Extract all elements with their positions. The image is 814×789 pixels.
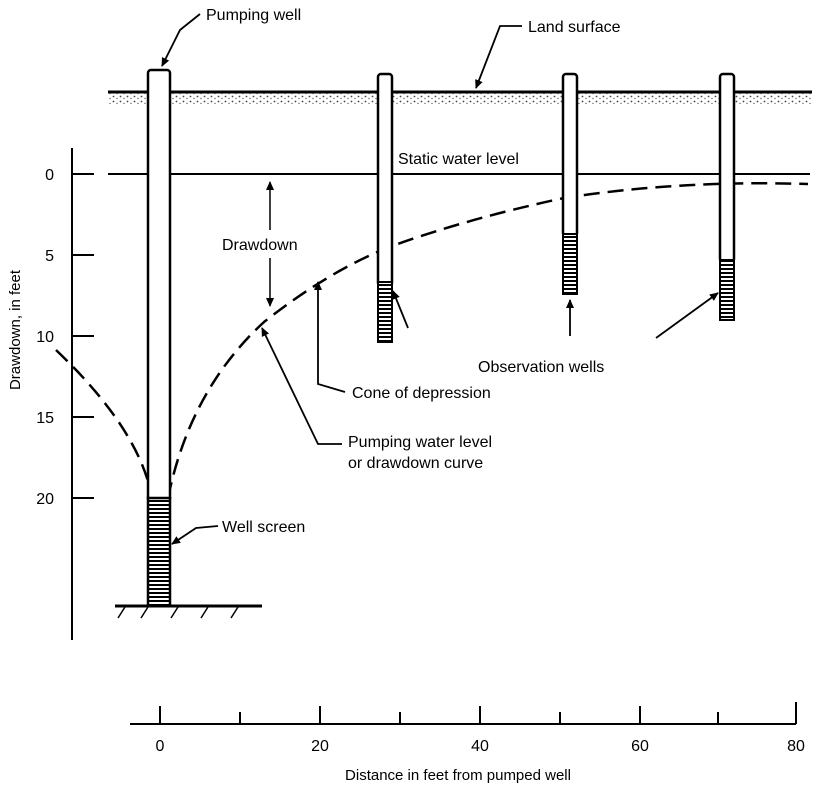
x-tick-label: 40 (471, 738, 489, 755)
y-tick-label: 10 (36, 329, 54, 346)
static-water-level-label: Static water level (398, 151, 519, 168)
y-tick-label: 0 (45, 167, 54, 184)
y-tick-label: 15 (36, 410, 54, 427)
y-axis-title: Drawdown, in feet (7, 269, 24, 390)
x-axis-title: Distance in feet from pumped well (345, 767, 571, 784)
pumping-well (146, 68, 172, 608)
well-screen-label: Well screen (222, 519, 305, 536)
observation-well-2 (561, 72, 579, 295)
y-axis: 0 5 10 15 20 Drawdown, in feet (7, 148, 94, 640)
pumping-water-level-label: Pumping water level (348, 434, 492, 451)
x-tick-label: 80 (787, 738, 805, 755)
drawdown-curve (55, 182, 809, 499)
y-tick-label: 20 (36, 491, 54, 508)
y-tick-label: 5 (45, 248, 54, 265)
cone-of-depression-label: Cone of depression (352, 385, 491, 402)
observation-well-3 (718, 72, 736, 321)
land-surface-band (108, 90, 812, 104)
x-tick-label: 20 (311, 738, 329, 755)
x-tick-label: 60 (631, 738, 649, 755)
bedrock-base (115, 604, 262, 619)
x-axis: 0 20 40 60 80 Distance in feet from pump… (130, 702, 805, 784)
observation-wells-label: Observation wells (478, 359, 604, 376)
leader-arrows (161, 13, 719, 545)
well-screen (146, 496, 172, 608)
x-tick-label: 0 (156, 738, 165, 755)
drawdown-label: Drawdown (222, 237, 298, 254)
pumping-well-label: Pumping well (206, 7, 301, 24)
drawdown-curve-label: or drawdown curve (348, 455, 483, 472)
observation-well-1 (376, 72, 394, 343)
land-surface-label: Land surface (528, 19, 621, 36)
